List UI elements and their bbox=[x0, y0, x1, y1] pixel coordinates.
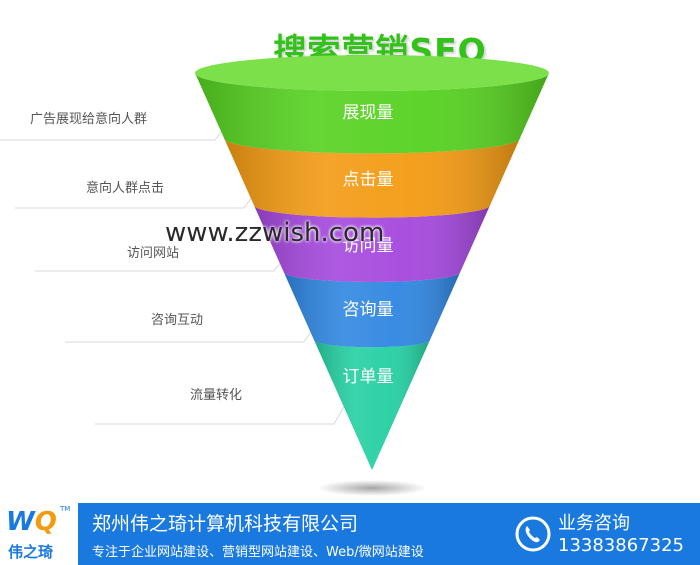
consult-label: 业务咨询 bbox=[558, 513, 630, 534]
funnel-stage-name: 咨询量 bbox=[343, 300, 394, 320]
stage-label-clicks: 意向人群点击 bbox=[86, 181, 165, 196]
company-logo[interactable]: WQ TM 伟之琦 bbox=[0, 503, 78, 565]
funnel-band-shade bbox=[314, 340, 430, 470]
stage-label-visits: 访问网站 bbox=[127, 246, 180, 261]
company-tagline: 专注于企业网站建设、营销型网站建设、Web/微网站建设 bbox=[92, 545, 424, 560]
funnel-band-shade bbox=[195, 73, 549, 154]
stage-label-conversions: 流量转化 bbox=[190, 388, 243, 403]
funnel-stage-name: 访问量 bbox=[343, 236, 394, 256]
wq-logo-icon: WQ bbox=[6, 507, 57, 537]
funnel-shadow bbox=[317, 480, 427, 496]
funnel-stage-name: 点击量 bbox=[343, 170, 394, 190]
phone-icon[interactable] bbox=[514, 515, 552, 553]
funnel-band-shade bbox=[283, 272, 461, 348]
logo-name: 伟之琦 bbox=[8, 543, 54, 561]
funnel-stage-name: 订单量 bbox=[343, 367, 394, 387]
company-name: 郑州伟之琦计算机科技有限公司 bbox=[92, 513, 359, 535]
footer-bar: WQ TM 伟之琦 郑州伟之琦计算机科技有限公司 专注于企业网站建设、营销型网站… bbox=[0, 503, 700, 565]
trademark: TM bbox=[60, 505, 71, 513]
funnel-band-shade bbox=[223, 138, 521, 218]
stage-label-inquiries: 咨询互动 bbox=[151, 313, 204, 328]
funnel-top-rim bbox=[195, 55, 549, 91]
watermark: www.zzwish.com bbox=[165, 218, 385, 248]
stage-label-impressions: 广告展现给意向人群 bbox=[30, 112, 148, 127]
phone-number[interactable]: 13383867325 bbox=[558, 535, 684, 556]
funnel-band-shade bbox=[253, 205, 491, 282]
funnel-stage-name: 展现量 bbox=[343, 103, 394, 123]
